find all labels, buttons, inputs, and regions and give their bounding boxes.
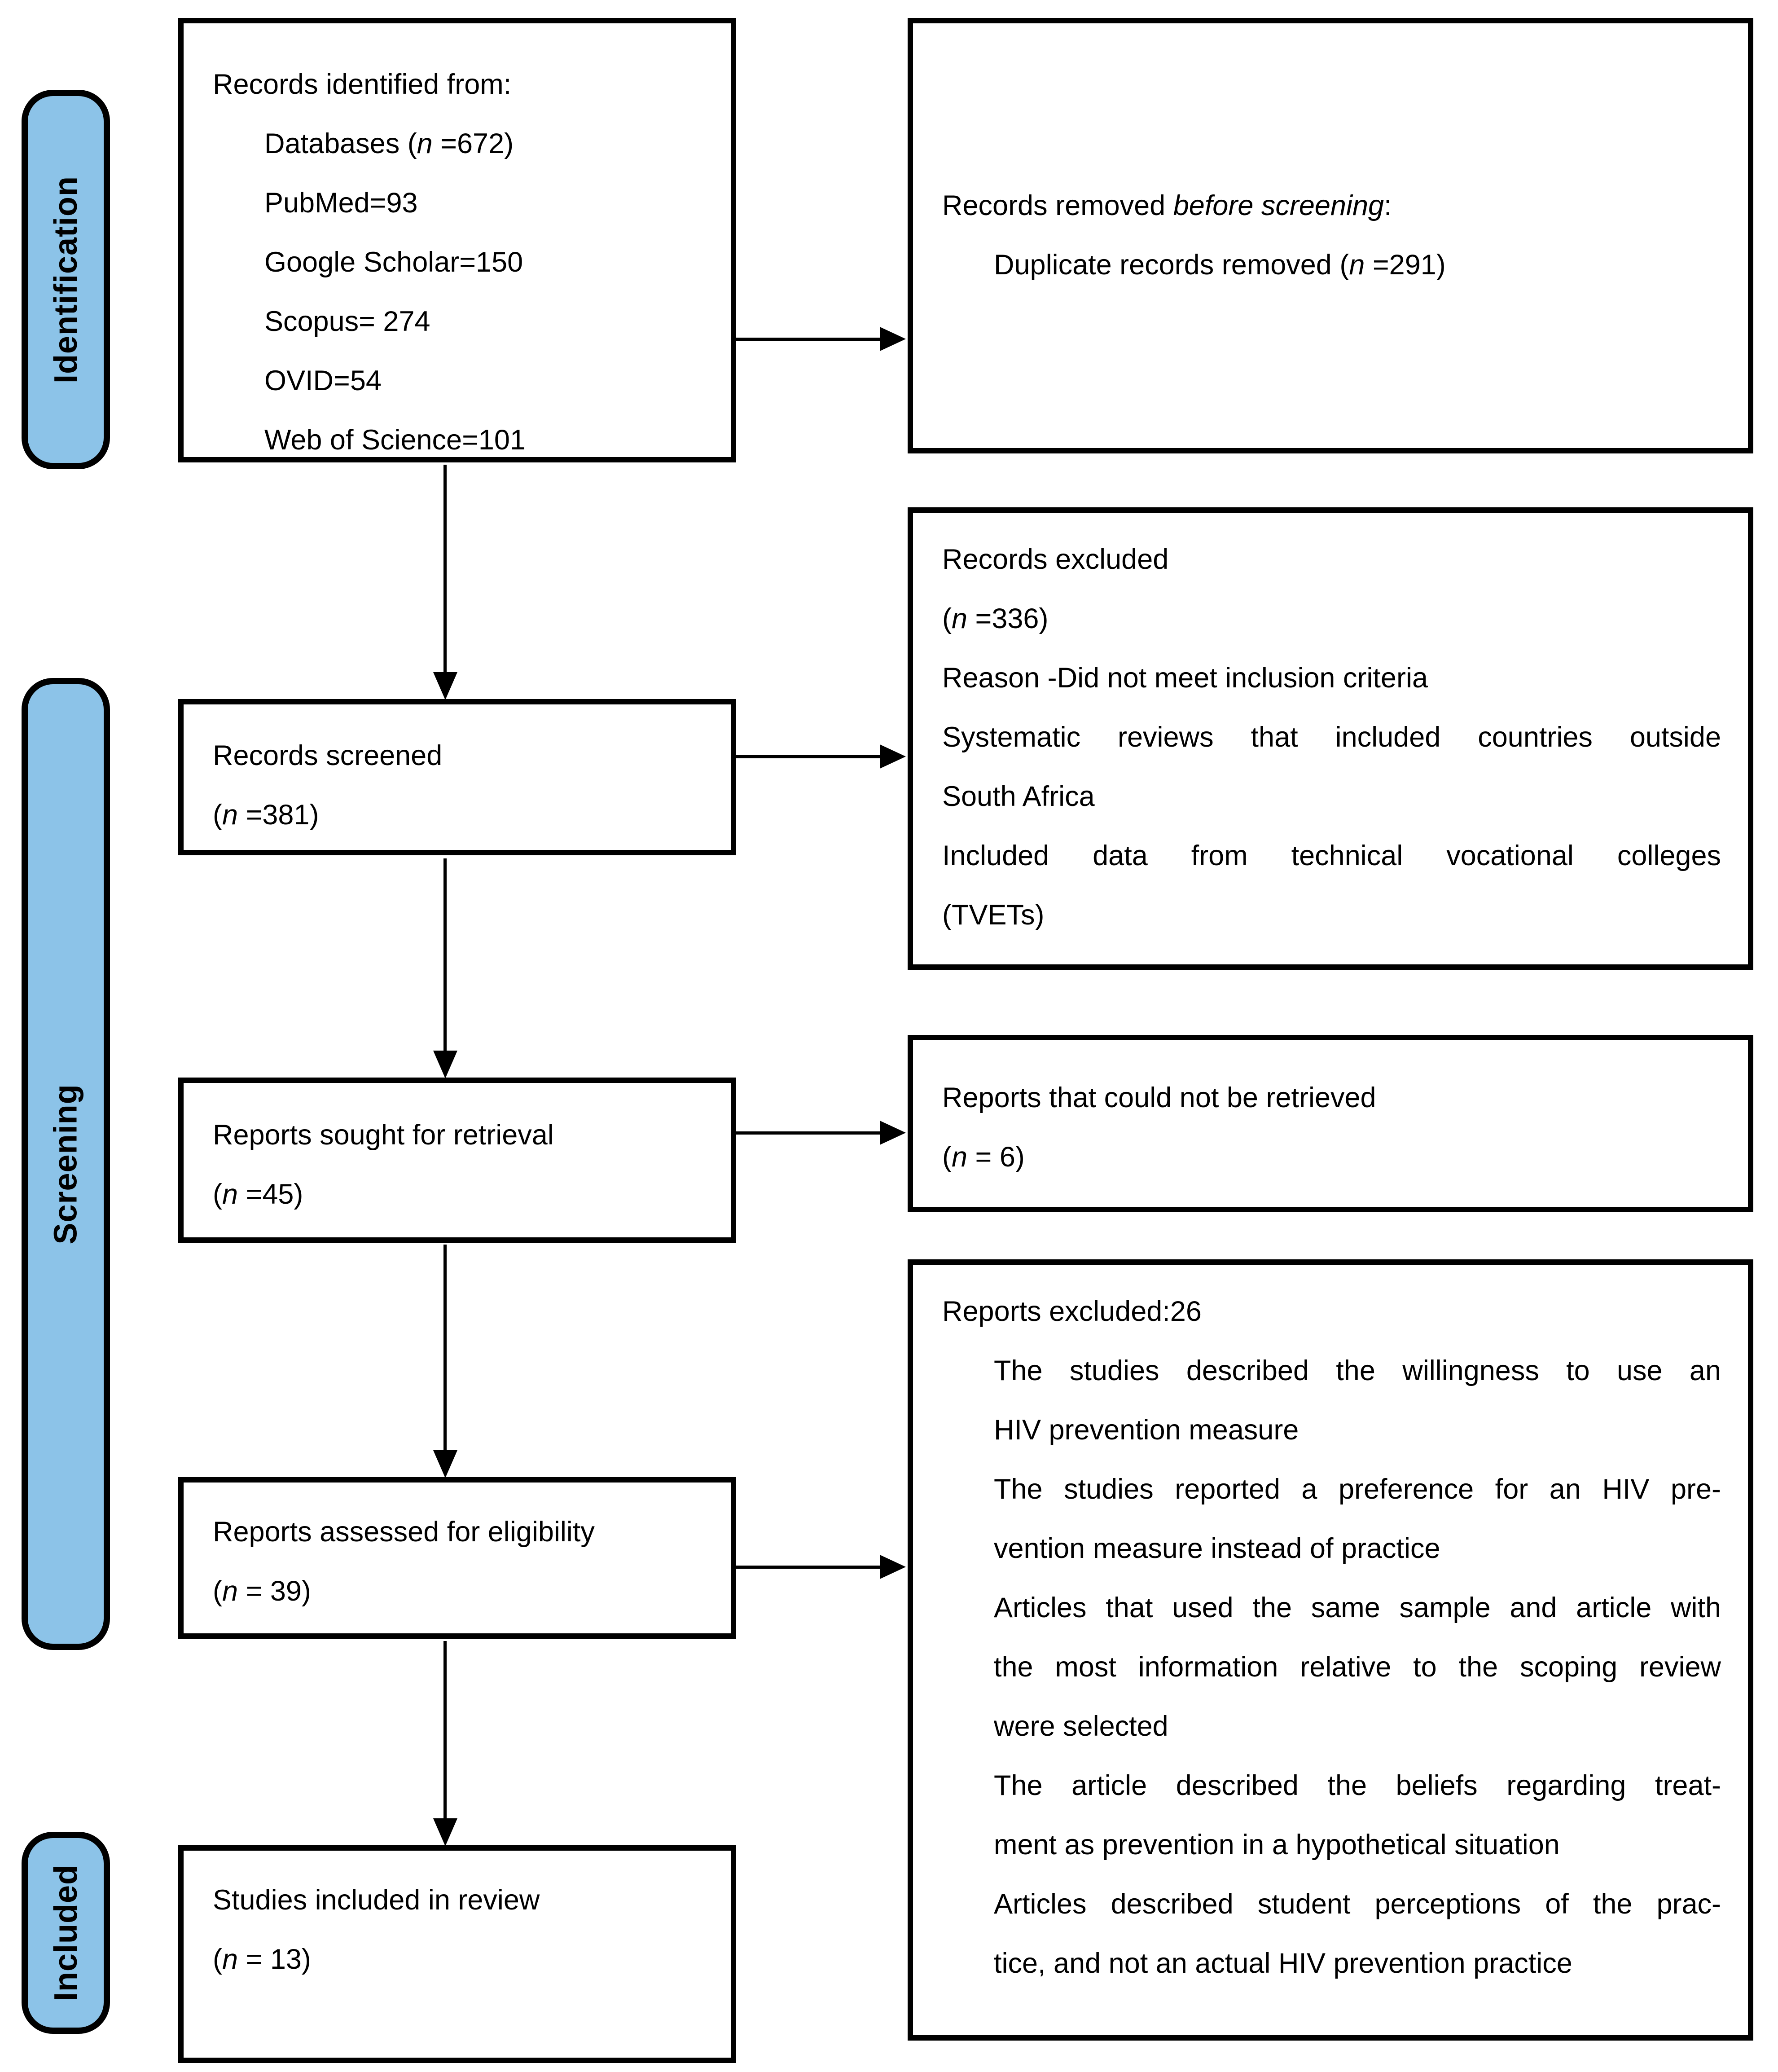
text-line: Included data from technical vocational …	[942, 840, 1721, 871]
text-line: Articles described student perceptions o…	[994, 1888, 1721, 1920]
text-line: Records excluded	[942, 544, 1169, 575]
arrow-down-sought-to-assessed	[443, 1245, 447, 1451]
arrowhead-down-icon	[433, 672, 457, 700]
text-line: Reason -Did not meet inclusion criteria	[942, 662, 1428, 694]
text-line: Records screened	[213, 740, 443, 771]
arrow-down-assessed-to-included	[443, 1641, 447, 1819]
text-line: tice, and not an actual HIV prevention p…	[994, 1948, 1572, 1979]
text-line: (n = 13)	[213, 1944, 311, 1975]
text-line: (n =45)	[213, 1179, 303, 1210]
arrowhead-down-icon	[433, 1450, 457, 1478]
text-line: ment as prevention in a hypothetical sit…	[994, 1829, 1560, 1861]
text-line: (n =336)	[942, 603, 1049, 634]
arrow-down-screened-to-sought	[443, 858, 447, 1051]
records-identified-box: Records identified from: Databases (n =67…	[178, 18, 736, 462]
text-line: Records identified from:	[213, 69, 512, 100]
records-removed-box: Records removed before screening: Duplica…	[908, 18, 1753, 453]
records-screened-box: Records screened (n =381)	[178, 699, 736, 855]
arrowhead-right-icon	[880, 1121, 906, 1145]
text-line: (n =381)	[213, 799, 319, 831]
text-line: (n = 6)	[942, 1141, 1025, 1173]
text-line: were selected	[994, 1711, 1168, 1742]
text-line: Web of Science=101	[264, 424, 526, 456]
text-line: The article described the beliefs regard…	[994, 1770, 1721, 1801]
text-line: The studies reported a preference for an…	[994, 1474, 1721, 1505]
text-line: Reports that could not be retrieved	[942, 1082, 1376, 1113]
text-line: the most information relative to the sco…	[994, 1651, 1721, 1683]
arrowhead-down-icon	[433, 1051, 457, 1078]
text-line: Reports assessed for eligibility	[213, 1516, 595, 1548]
text-line: vention measure instead of practice	[994, 1533, 1440, 1564]
arrow-down-identified-to-screened	[443, 465, 447, 672]
stage-label-included-text: Included	[48, 1864, 84, 2002]
arrow-right-assessed-to-reports-excluded	[736, 1566, 882, 1569]
text-line: Systematic reviews that included countri…	[942, 721, 1721, 753]
arrow-right-identified-to-removed	[736, 338, 882, 341]
stage-label-identification: Identification	[22, 90, 110, 469]
reports-assessed-box: Reports assessed for eligibility (n = 39)	[178, 1477, 736, 1639]
stage-label-screening: Screening	[22, 678, 110, 1650]
text-line: Articles that used the same sample and a…	[994, 1592, 1721, 1623]
stage-label-identification-text: Identification	[48, 176, 84, 383]
text-line: Duplicate records removed (n =291)	[994, 249, 1446, 281]
arrow-right-screened-to-excluded	[736, 755, 882, 758]
reports-not-retrieved-box: Reports that could not be retrieved (n = …	[908, 1035, 1753, 1212]
records-excluded-box: Records excluded (n =336) Reason -Did not …	[908, 507, 1753, 970]
text-line: (TVETs)	[942, 899, 1045, 931]
text-line: (n = 39)	[213, 1575, 311, 1607]
text-line: Reports excluded:26	[942, 1296, 1202, 1327]
text-line: PubMed=93	[264, 187, 418, 219]
arrowhead-down-icon	[433, 1818, 457, 1846]
text-line: South Africa	[942, 781, 1095, 812]
text-line: Reports sought for retrieval	[213, 1119, 554, 1151]
arrowhead-right-icon	[880, 1555, 906, 1579]
arrowhead-right-icon	[880, 744, 906, 769]
reports-sought-box: Reports sought for retrieval (n =45)	[178, 1078, 736, 1243]
stage-label-included: Included	[22, 1832, 110, 2034]
studies-included-box: Studies included in review (n = 13)	[178, 1845, 736, 2063]
text-line: The studies described the willingness to…	[994, 1355, 1721, 1386]
arrow-right-sought-to-not-retrieved	[736, 1131, 882, 1135]
text-line: Google Scholar=150	[264, 246, 523, 278]
stage-label-screening-text: Screening	[48, 1083, 84, 1245]
text-line: Scopus= 274	[264, 306, 430, 337]
arrowhead-right-icon	[880, 327, 906, 351]
text-line: OVID=54	[264, 365, 382, 396]
text-line: Studies included in review	[213, 1884, 540, 1916]
text-line: Records removed before screening:	[942, 190, 1392, 221]
text-line: Databases (n =672)	[264, 128, 514, 159]
text-line: HIV prevention measure	[994, 1414, 1299, 1446]
